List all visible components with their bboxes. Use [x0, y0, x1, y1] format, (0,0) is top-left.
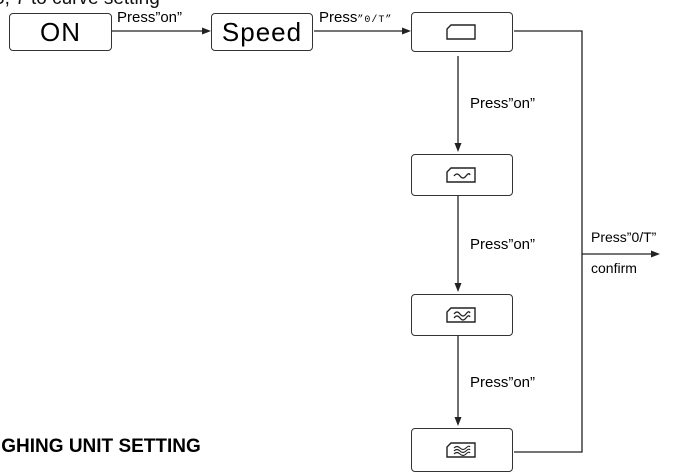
- section-heading-weighing-unit: IGHING UNIT SETTING: [0, 436, 201, 457]
- curve-triple-wave-icon: [445, 440, 479, 460]
- curve-wave-icon: [445, 165, 479, 185]
- arrow-label-press-0t: Press”0/T”: [319, 9, 392, 26]
- arrow-label-press-on: Press”on”: [117, 9, 183, 26]
- confirm-label: confirm: [591, 260, 637, 276]
- step-label-press-on-2: Press”on”: [470, 236, 536, 253]
- on-button: ON: [9, 13, 112, 51]
- arrow-label-0t: ”0/T”: [357, 15, 393, 26]
- curve-double-wave-box: [411, 294, 513, 336]
- arrow-label-press-word: Press: [319, 9, 358, 26]
- step-label-press-on-1: Press”on”: [470, 95, 536, 112]
- speed-mode-box: Speed: [211, 13, 313, 51]
- curve-wave-box: [411, 154, 513, 196]
- curve-double-wave-icon: [445, 305, 479, 325]
- confirm-label-press-0t: Press”0/T”: [591, 229, 657, 245]
- step-label-press-on-3: Press”on”: [470, 374, 536, 391]
- curve-flat-box: [411, 12, 513, 52]
- curve-triple-wave-box: [411, 428, 513, 472]
- section-heading-cut: 6, 7 to curve setting: [0, 0, 160, 10]
- curve-flat-icon: [445, 23, 479, 41]
- on-button-label: ON: [40, 16, 81, 47]
- speed-mode-label: Speed: [221, 16, 303, 47]
